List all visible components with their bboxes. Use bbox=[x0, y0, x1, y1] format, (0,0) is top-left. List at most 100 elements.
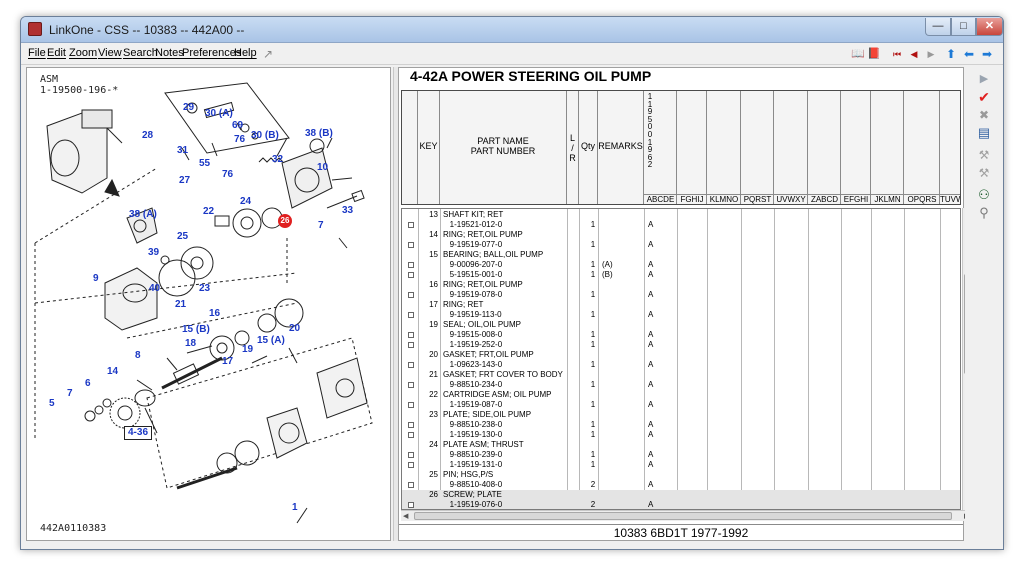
menu-file[interactable]: File bbox=[28, 47, 46, 59]
menu-edit[interactable]: Edit bbox=[47, 47, 66, 59]
delete-x-icon[interactable]: ✖ bbox=[978, 108, 990, 122]
callout-9[interactable]: 9 bbox=[93, 273, 99, 284]
back-arrow-icon[interactable]: ⬅ bbox=[963, 47, 975, 61]
callout-25[interactable]: 25 bbox=[177, 231, 189, 242]
callout-7b[interactable]: 7 bbox=[67, 388, 73, 399]
play-icon[interactable]: ▶ bbox=[979, 73, 989, 85]
book-icon[interactable]: 📖 bbox=[851, 48, 865, 60]
menu-zoom[interactable]: Zoom bbox=[69, 47, 98, 59]
row-checkbox[interactable] bbox=[408, 452, 414, 458]
callout-17[interactable]: 17 bbox=[222, 356, 234, 367]
callout-33[interactable]: 33 bbox=[342, 205, 354, 216]
scroll-left-arrow-icon[interactable]: ◀ bbox=[403, 513, 409, 520]
cart-add-icon[interactable]: ⚒ bbox=[978, 148, 990, 162]
binoculars-icon[interactable]: ⚇ bbox=[978, 187, 990, 202]
exploded-diagram[interactable] bbox=[27, 68, 390, 540]
callout-22[interactable]: 22 bbox=[203, 206, 215, 217]
row-checkbox[interactable] bbox=[408, 342, 414, 348]
maximize-button[interactable]: □ bbox=[951, 18, 976, 36]
callout-38a[interactable]: 38 (A) bbox=[129, 209, 157, 220]
menu-notes[interactable]: Notes bbox=[155, 47, 184, 59]
callout-21[interactable]: 21 bbox=[175, 299, 187, 310]
up-arrow-icon[interactable]: ⬆ bbox=[945, 47, 957, 61]
callout-28[interactable]: 28 bbox=[142, 130, 154, 141]
row-checkbox[interactable] bbox=[408, 242, 414, 248]
horizontal-scrollbar[interactable]: ◀ ▶ bbox=[401, 510, 976, 521]
menu-view[interactable]: View bbox=[98, 47, 122, 59]
row-checkbox[interactable] bbox=[408, 332, 414, 338]
minimize-button[interactable]: — bbox=[925, 18, 951, 36]
checkmark-icon[interactable]: ✔ bbox=[978, 89, 990, 105]
notebook-icon[interactable]: 📕 bbox=[867, 48, 881, 60]
callout-76b[interactable]: 76 bbox=[222, 169, 234, 180]
row-checkbox[interactable] bbox=[408, 262, 414, 268]
callout-6[interactable]: 6 bbox=[85, 378, 91, 389]
row-checkbox[interactable] bbox=[408, 312, 414, 318]
magnifier-icon[interactable]: ⚲ bbox=[979, 205, 989, 220]
callout-16[interactable]: 16 bbox=[209, 308, 221, 319]
hotspot-26[interactable]: 26 bbox=[278, 214, 292, 228]
row-checkbox[interactable] bbox=[408, 502, 414, 508]
pane-splitter[interactable] bbox=[393, 67, 398, 541]
close-button[interactable]: ✕ bbox=[976, 18, 1003, 36]
callout-55[interactable]: 55 bbox=[199, 158, 211, 169]
callout-76a[interactable]: 76 bbox=[234, 134, 246, 145]
row-checkbox[interactable] bbox=[408, 272, 414, 278]
callout-19[interactable]: 19 bbox=[242, 344, 254, 355]
row-checkbox[interactable] bbox=[408, 432, 414, 438]
forward-arrow-icon[interactable]: ➡ bbox=[981, 47, 993, 61]
callout-27[interactable]: 27 bbox=[179, 175, 191, 186]
callout-18[interactable]: 18 bbox=[185, 338, 197, 349]
callout-8[interactable]: 8 bbox=[135, 350, 141, 361]
callout-15a[interactable]: 15 (A) bbox=[257, 335, 285, 346]
callout-15b[interactable]: 15 (B) bbox=[182, 324, 210, 335]
diagram-pane[interactable]: ASM 1-19500-196-* bbox=[26, 67, 391, 541]
row-checkbox[interactable] bbox=[408, 482, 414, 488]
callout-5[interactable]: 5 bbox=[49, 398, 55, 409]
callout-39[interactable]: 39 bbox=[148, 247, 160, 258]
row-checkbox[interactable] bbox=[408, 382, 414, 388]
callout-40[interactable]: 40 bbox=[149, 283, 161, 294]
callout-30a[interactable]: 30 (A) bbox=[205, 108, 233, 119]
callout-29[interactable]: 29 bbox=[183, 102, 195, 113]
horizontal-scroll-thumb[interactable] bbox=[414, 512, 952, 520]
callout-31[interactable]: 31 bbox=[177, 145, 189, 156]
menu-preferences[interactable]: Preferences bbox=[182, 47, 242, 59]
reference-box-4-36[interactable]: 4-36 bbox=[124, 426, 153, 440]
callout-7a[interactable]: 7 bbox=[318, 220, 324, 231]
prev-page-icon[interactable]: ◀ bbox=[910, 49, 918, 59]
row-checkbox[interactable] bbox=[408, 362, 414, 368]
row-checkbox[interactable] bbox=[408, 462, 414, 468]
menu-search[interactable]: Search bbox=[123, 47, 158, 59]
callout-10[interactable]: 10 bbox=[317, 162, 329, 173]
title-bar[interactable]: LinkOne - CSS -- 10383 -- 442A00 -- — □ … bbox=[21, 17, 1003, 43]
list-panel-icon[interactable]: ▤ bbox=[977, 125, 991, 140]
first-page-icon[interactable]: ⏮ bbox=[892, 49, 902, 59]
callout-69[interactable]: 69 bbox=[232, 120, 244, 131]
callout-30b[interactable]: 30 (B) bbox=[251, 130, 279, 141]
